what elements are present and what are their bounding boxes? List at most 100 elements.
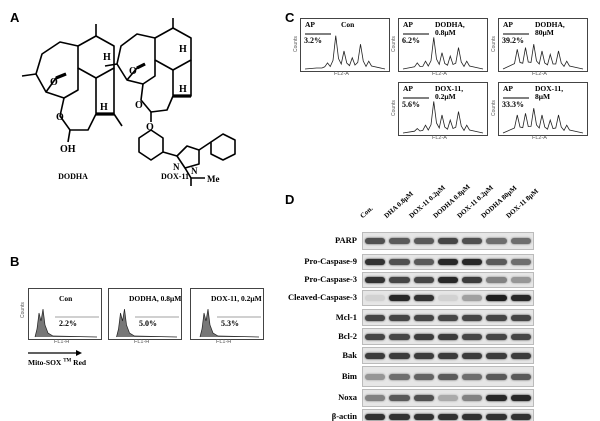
blot-strip: [362, 309, 534, 326]
blot-strip: [362, 347, 534, 364]
dox11-structure: H H O O O N N Me: [104, 18, 236, 186]
blot-band: [437, 352, 459, 359]
blot-band: [486, 333, 507, 340]
dodha-o-ring: O: [56, 112, 64, 123]
blot-band: [510, 238, 531, 244]
blot-band: [510, 295, 531, 301]
blot-band: [389, 413, 410, 420]
sub-g1-plot-label: Con: [341, 20, 355, 29]
mitosox-legend-text: Mito-SOX: [28, 358, 62, 367]
dox11-h-top: H: [179, 44, 187, 55]
panel-label-b: B: [10, 254, 20, 269]
blot-band: [486, 238, 507, 244]
dox11-h-bottom: H: [179, 84, 187, 95]
sub-g1-y-axis-label: Counts: [491, 100, 497, 116]
sub-g1-histogram-curve: [304, 33, 386, 70]
mitosox-percent: 5.3%: [221, 319, 239, 328]
blot-row-label: Mcl-1: [335, 311, 357, 322]
dox11-o-bridge: O: [129, 66, 137, 77]
blot-band: [510, 314, 531, 321]
blot-band: [462, 395, 483, 401]
blot-band: [389, 259, 410, 265]
sub-g1-y-axis-label: Counts: [391, 36, 397, 52]
blot-band: [510, 395, 531, 401]
blot-band: [365, 277, 386, 283]
mitosox-percent: 5.0%: [139, 319, 157, 328]
mitosox-percent: 2.2%: [59, 319, 77, 328]
blot-band: [365, 352, 386, 359]
blot-band: [413, 413, 434, 420]
blot-strip: [362, 254, 534, 270]
dox11-n1: N: [173, 162, 180, 172]
mitosox-legend-arrow: [28, 350, 82, 356]
blot-band: [365, 259, 386, 265]
blot-band: [437, 295, 459, 301]
blot-row-label: Noxa: [338, 392, 357, 402]
blot-band: [389, 352, 410, 359]
blot-band: [413, 295, 434, 301]
sub-g1-histogram-curve: [502, 97, 584, 134]
mitosox-plot-label: DODHA, 0.8μM: [129, 294, 182, 303]
compound-name-dox11: DOX-11: [161, 172, 189, 181]
blot-band: [437, 413, 459, 420]
blot-band: [462, 373, 483, 380]
mitosox-y-axis-label: Counts: [20, 302, 26, 318]
sub-g1-y-axis-label: Counts: [391, 100, 397, 116]
blot-band: [437, 333, 459, 340]
blot-row-label: Pro-Caspase-9: [304, 256, 357, 266]
blot-band: [462, 238, 483, 244]
blot-strip: [362, 272, 534, 288]
blot-band: [365, 295, 386, 301]
dodha-h-bottom: H: [100, 102, 108, 113]
mitosox-histogram-curve: [116, 308, 179, 338]
blot-band: [462, 314, 483, 321]
blot-band: [510, 259, 531, 265]
blot-band: [510, 352, 531, 359]
dox11-o-ring: O: [135, 100, 143, 111]
blot-row-label: β-actin: [331, 410, 357, 421]
sub-g1-percent: 33.3%: [502, 100, 524, 109]
sub-g1-percent: 39.2%: [502, 36, 524, 45]
dox11-me: Me: [207, 174, 220, 184]
blot-row-label: Bcl-2: [338, 330, 357, 341]
blot-band: [510, 413, 531, 420]
sub-g1-x-axis-label: FL2-A: [532, 71, 547, 77]
blot-band: [413, 314, 434, 321]
blot-band: [413, 259, 434, 265]
blot-band: [389, 333, 410, 340]
blot-band: [389, 295, 410, 301]
blot-band: [486, 413, 507, 420]
blot-row-label: Bim: [341, 370, 357, 381]
mitosox-histogram-curve: [199, 308, 261, 338]
blot-band: [389, 277, 410, 283]
blot-strip: [362, 366, 534, 387]
panel-label-a: A: [10, 10, 20, 25]
mitosox-x-axis-label: FL1-H: [216, 339, 232, 345]
sub-g1-histogram-line: [402, 101, 484, 134]
sub-g1-ap-label: AP: [305, 20, 315, 29]
dox11-o-ether: O: [146, 122, 154, 133]
mitosox-histogram-fill: [116, 308, 178, 338]
blot-band: [389, 314, 410, 321]
blot-strip: [362, 389, 534, 407]
sub-g1-histogram-line: [502, 44, 584, 70]
blot-band: [413, 333, 434, 340]
sub-g1-x-axis-label: FL2-A: [532, 135, 547, 141]
dodha-o-bridge: O: [50, 77, 58, 88]
blot-strip: [362, 328, 534, 345]
blot-band: [437, 373, 459, 380]
blot-band: [462, 259, 483, 265]
blot-row-label: Cleaved-Caspase-3: [288, 292, 357, 302]
blot-lane-label: Con.: [358, 204, 375, 220]
sub-g1-y-axis-label: Counts: [491, 36, 497, 52]
blot-strip: [362, 290, 534, 306]
sub-g1-plot-label: DOX-11, 8μM: [535, 84, 564, 101]
sub-g1-percent: 5.6%: [402, 100, 420, 109]
sub-g1-percent: 3.2%: [304, 36, 322, 45]
blot-band: [365, 373, 386, 380]
mitosox-histogram-curve: [34, 308, 99, 338]
